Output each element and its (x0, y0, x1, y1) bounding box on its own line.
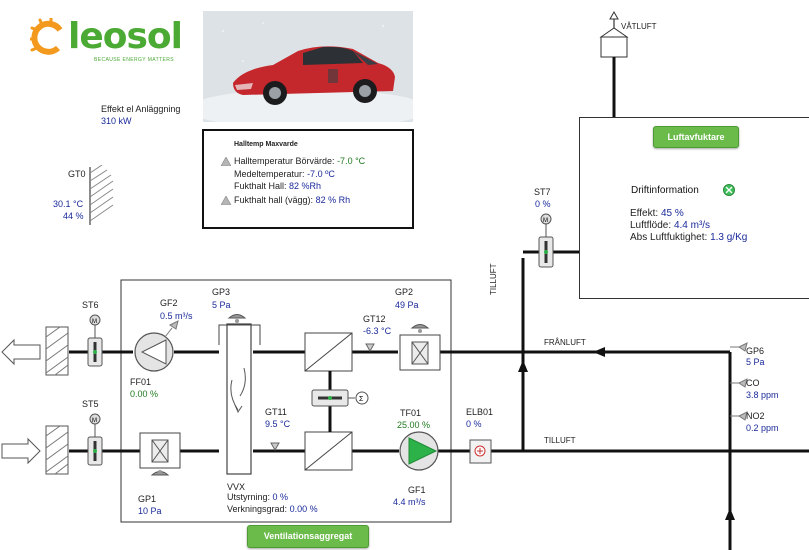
fukthalt-hall-value: 82 %Rh (289, 181, 322, 191)
vatluft-label: VÅTLUFT (621, 22, 657, 31)
gf2-label: GF2 (160, 298, 178, 308)
exhaust-fan-ff01 (134, 332, 174, 372)
damper-st6: M (87, 314, 103, 367)
coil-lower (304, 431, 353, 471)
svg-text:Σ: Σ (359, 396, 364, 403)
electric-heater-elb01 (469, 439, 492, 464)
vvx-verkningsgrad-value: 0.00 % (289, 504, 318, 514)
gp1-value: 10 Pa (138, 506, 162, 516)
co-label: CO (746, 378, 760, 388)
gp6-value: 5 Pa (746, 357, 765, 367)
st7-label: ST7 (534, 187, 551, 197)
ff01-label: FF01 (130, 377, 152, 387)
gt12-value: -6.3 °C (363, 326, 392, 336)
ahu-frame (120, 279, 452, 523)
drift-abs-label: Abs Luftfuktighet: (630, 232, 708, 243)
franluft-label: FRÅNLUFT (544, 338, 586, 347)
effekt-label: Effekt el Anläggning (101, 104, 181, 114)
damper-st7: M (538, 213, 554, 268)
tf01-label: TF01 (400, 408, 422, 418)
st5-label: ST5 (82, 399, 99, 409)
st7-value: 0 % (535, 199, 551, 209)
supply-fan-tf01 (399, 431, 439, 471)
filter-gp1 (139, 432, 181, 476)
gt0-label: GT0 (68, 169, 86, 179)
elb01-label: ELB01 (466, 407, 494, 417)
halltemp-borvarde-label: Halltemperatur Börvärde: (234, 156, 335, 166)
gt11-value: 9.5 °C (265, 419, 291, 429)
gp2-label: GP2 (395, 287, 414, 297)
car-snow-photo (203, 11, 413, 122)
filter-gp2 (399, 324, 441, 371)
tilluft-vertical-label: TILLUFT (489, 263, 498, 295)
halltemp-title: Halltemp Maxvarde (234, 141, 298, 148)
gt0-humidity: 44 % (63, 211, 84, 221)
louver-exhaust (45, 326, 69, 376)
drift-luftflode-value: 4.4 m³/s (673, 220, 711, 231)
coil-upper (304, 332, 353, 372)
gp2-value: 49 Pa (395, 300, 419, 310)
halltemp-borvarde-value: -7.0 °C (337, 156, 366, 166)
luftavfuktare-button[interactable]: Luftavfuktare (653, 126, 739, 148)
medeltemperatur-value: -7.0 ºC (307, 169, 335, 179)
svg-text:M: M (92, 319, 97, 325)
effekt-value: 310 kW (101, 116, 132, 126)
gt0-temp: 30.1 °C (53, 199, 84, 209)
drift-effekt-value: 45 % (660, 208, 684, 219)
halltemp-panel: Halltemp Maxvarde Halltemperatur Börvärd… (202, 129, 414, 229)
st6-label: ST6 (82, 300, 99, 310)
intake-inlet-arrow (1, 437, 41, 465)
outdoor-sensor-icon (89, 165, 114, 225)
gf1-value: 4.4 m³/s (393, 497, 426, 507)
louver-intake (45, 425, 69, 475)
vvx-label: VVX (227, 482, 246, 492)
elb01-value: 0 % (466, 419, 482, 429)
status-ok-icon[interactable] (723, 184, 735, 196)
vvx-utstyrning-label: Utstyrning: (227, 492, 271, 502)
gp6-label: GP6 (746, 346, 765, 356)
vatluft-stack (599, 10, 629, 117)
tf01-value: 25.00 % (397, 420, 431, 430)
pump-coil-link: Σ (311, 371, 369, 432)
sun-icon (30, 18, 63, 55)
gp3-label: GP3 (212, 287, 231, 297)
ff01-value: 0.00 % (130, 389, 159, 399)
gt12-label: GT12 (363, 314, 386, 324)
medeltemperatur-label: Medeltemperatur: (234, 169, 305, 179)
driftinformation-title: Driftinformation (631, 185, 699, 196)
ventilationsaggregat-button[interactable]: Ventilationsaggregat (247, 525, 369, 548)
fukthalt-vagg-value: 82 % Rh (315, 195, 351, 205)
fukthalt-hall-label: Fukthalt Hall: (234, 181, 287, 191)
gf1-label: GF1 (408, 485, 426, 495)
vvx-verkningsgrad-label: Verkningsgrad: (227, 504, 288, 514)
drift-abs-value: 1.3 g/Kg (710, 232, 748, 243)
svg-text:M: M (92, 418, 97, 424)
svg-text:M: M (543, 218, 548, 224)
vvx-utstyrning-value: 0 % (272, 492, 289, 502)
warning-triangle-icon (221, 196, 231, 205)
drift-effekt-label: Effekt: (630, 208, 659, 219)
tilluft-label: TILLUFT (544, 436, 576, 445)
warning-triangle-icon (221, 157, 231, 166)
gp3-value: 5 Pa (212, 300, 231, 310)
exhaust-outlet-arrow (1, 338, 41, 366)
gt11-label: GT11 (265, 407, 287, 417)
damper-st5: M (87, 413, 103, 466)
rotary-heat-exchanger (218, 323, 261, 475)
co-value: 3.8 ppm (746, 390, 779, 400)
no2-label: NO2 (746, 411, 765, 421)
fukthalt-vagg-label: Fukthalt hall (vägg): (234, 195, 314, 205)
logo-wordmark: leosol (68, 16, 183, 57)
no2-value: 0.2 ppm (746, 423, 779, 433)
gf2-value: 0.5 m³/s (160, 311, 193, 321)
logo-tagline: BECAUSE ENERGY MATTERS (94, 57, 175, 63)
gp1-label: GP1 (138, 494, 157, 504)
drift-luftflode-label: Luftflöde: (630, 220, 672, 231)
leosol-logo: leosol BECAUSE ENERGY MATTERS (30, 14, 190, 66)
